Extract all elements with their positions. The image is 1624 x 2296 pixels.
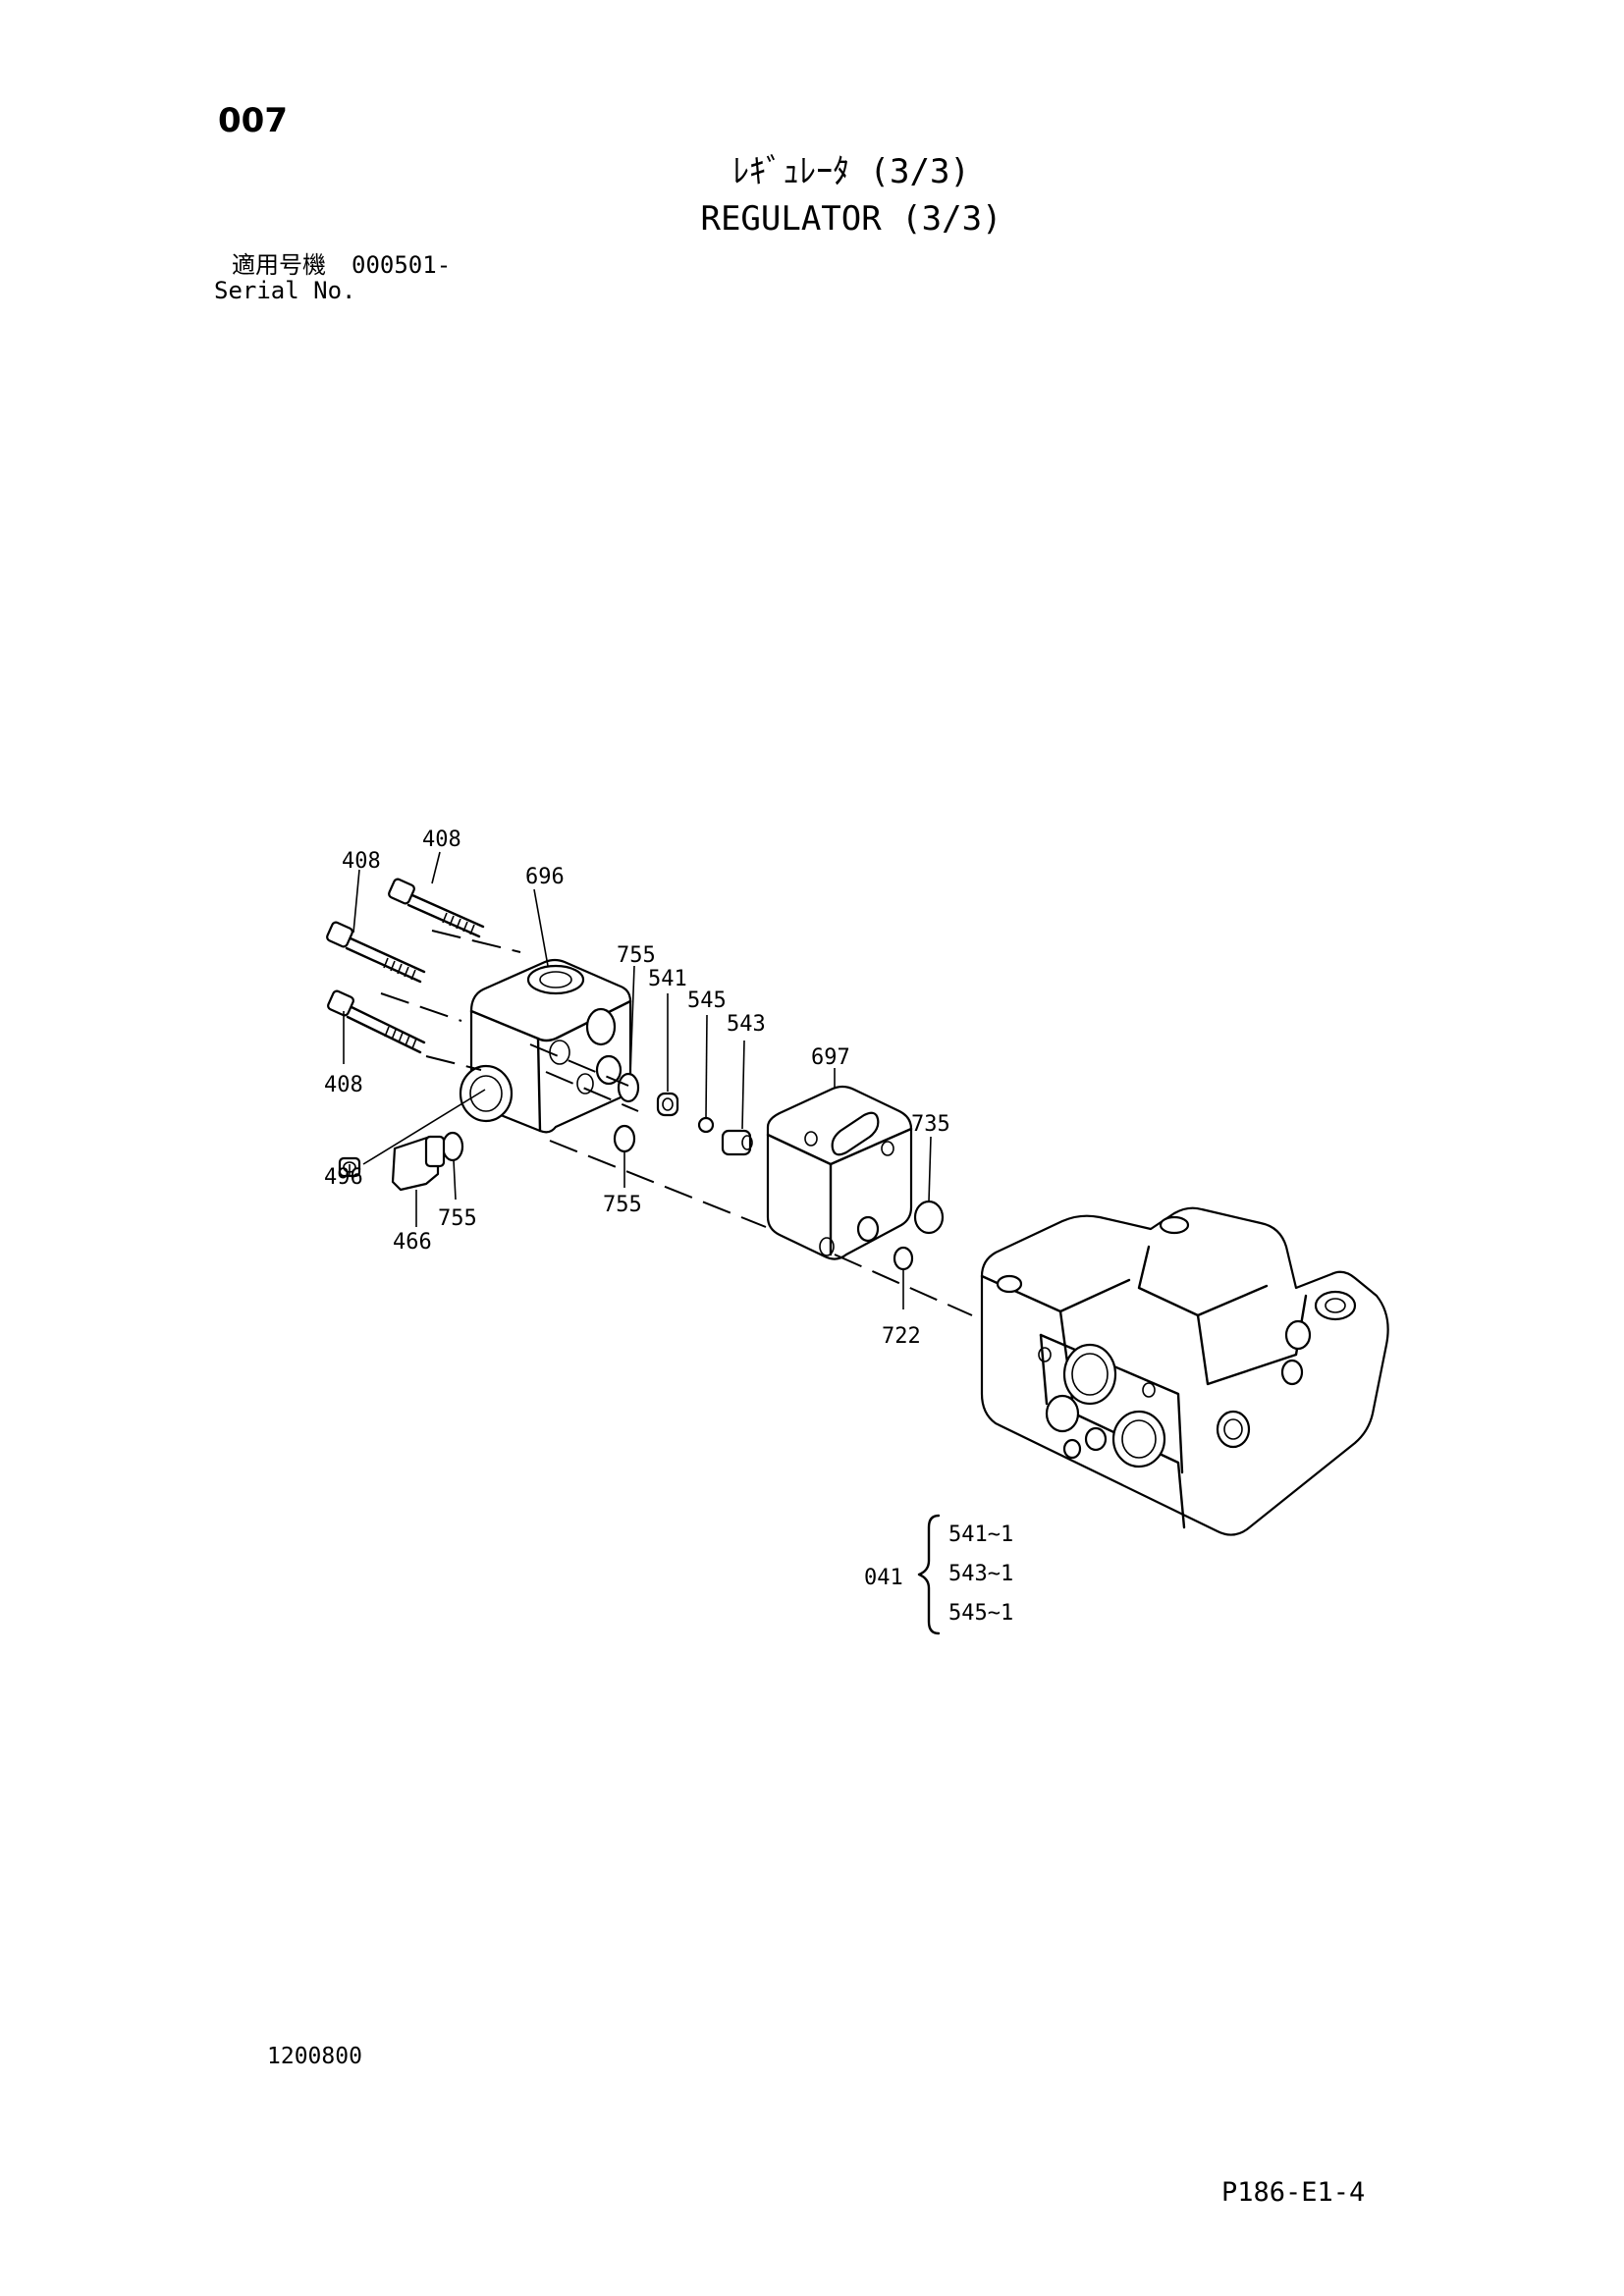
callout-755-left: 755 [438,1206,477,1231]
callout-466: 466 [393,1230,432,1255]
callout-543: 543 [727,1012,766,1037]
callout-545: 545 [687,988,727,1013]
seat-543 [721,1129,753,1156]
page-title-english: REGULATOR (3/3) [700,199,1002,239]
callout-755-top: 755 [617,943,656,968]
callout-755-bottom: 755 [603,1193,642,1217]
plug-466 [391,1135,446,1192]
pump-housing [980,1206,1389,1536]
kit-brace [917,1514,941,1635]
o-ring-722 [893,1246,914,1271]
serial-number-value: 000501- [352,251,452,279]
callout-408-lower: 408 [324,1073,363,1097]
o-ring-755-b [441,1131,464,1162]
serial-label-english: Serial No. [214,277,356,304]
callout-722: 722 [882,1324,921,1349]
kit-number: 041 [864,1566,903,1590]
page-reference: P186-E1-4 [1221,2177,1366,2208]
kit-item: 541~1 [948,1522,1013,1547]
o-ring-755-c [613,1124,636,1153]
bolt-408-middle [326,921,426,984]
bolt-408-lower [327,989,426,1054]
callout-408-top: 408 [422,828,461,852]
callout-735: 735 [911,1112,950,1137]
callout-496: 496 [324,1165,363,1190]
callout-408-middle: 408 [342,849,381,874]
document-code: 1200800 [267,2044,362,2069]
callout-697: 697 [811,1045,850,1070]
kit-item: 543~1 [948,1562,1013,1586]
callout-696: 696 [525,865,565,889]
ball-545 [697,1116,715,1134]
block-696 [459,958,632,1134]
kit-item: 545~1 [948,1601,1013,1626]
o-ring-735 [913,1200,945,1235]
block-697 [766,1085,913,1260]
page-title-japanese: ﾚｷﾞｭﾚｰﾀ (3/3) [732,152,970,191]
plug-541 [656,1092,679,1117]
serial-label-japanese: 適用号機 [232,251,326,279]
callout-541: 541 [648,967,687,991]
bolt-408-top [388,878,485,938]
o-ring-755-a [617,1072,640,1103]
page-number: 007 [218,101,288,140]
